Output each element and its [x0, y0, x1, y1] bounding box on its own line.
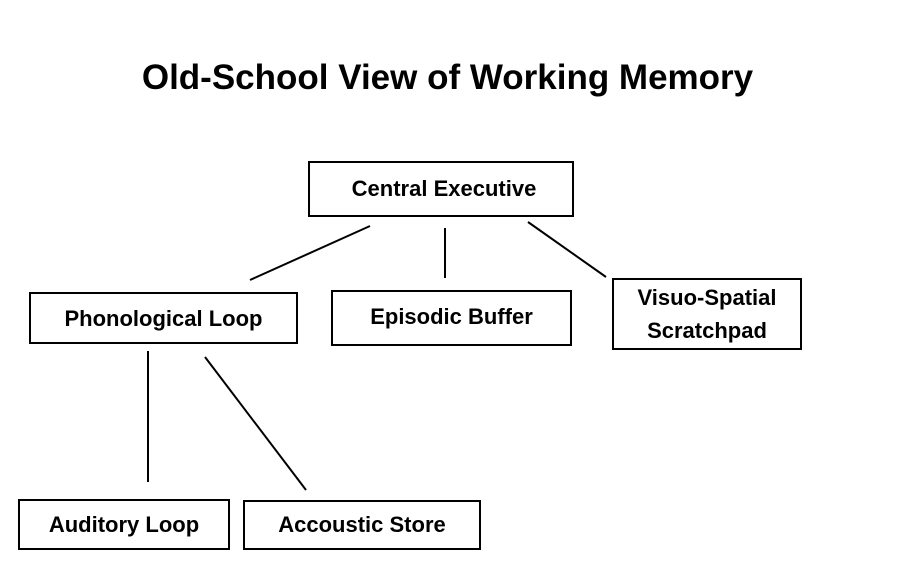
edge-central-to-phonological	[249, 225, 371, 281]
node-accoustic-store: Accoustic Store	[243, 500, 481, 550]
diagram-title: Old-School View of Working Memory	[141, 58, 754, 97]
node-label: Auditory Loop	[48, 511, 200, 537]
node-visuo-spatial-scratchpad: Visuo-Spatial Scratchpad	[612, 278, 802, 350]
node-label-line1: Visuo-Spatial	[637, 285, 777, 310]
node-phonological-loop: Phonological Loop	[29, 292, 298, 344]
node-label-line2: Scratchpad	[647, 318, 767, 343]
edge-phonological-to-accoustic	[204, 356, 307, 491]
node-label: Accoustic Store	[278, 512, 446, 537]
node-label: Phonological Loop	[64, 306, 263, 331]
node-episodic-buffer: Episodic Buffer	[331, 290, 572, 346]
node-label: Episodic Buffer	[370, 303, 533, 329]
node-central-executive: Central Executive	[308, 161, 574, 217]
edge-central-to-visuospatial	[527, 221, 607, 278]
node-label: Central Executive	[351, 176, 537, 201]
node-auditory-loop: Auditory Loop	[18, 499, 230, 550]
